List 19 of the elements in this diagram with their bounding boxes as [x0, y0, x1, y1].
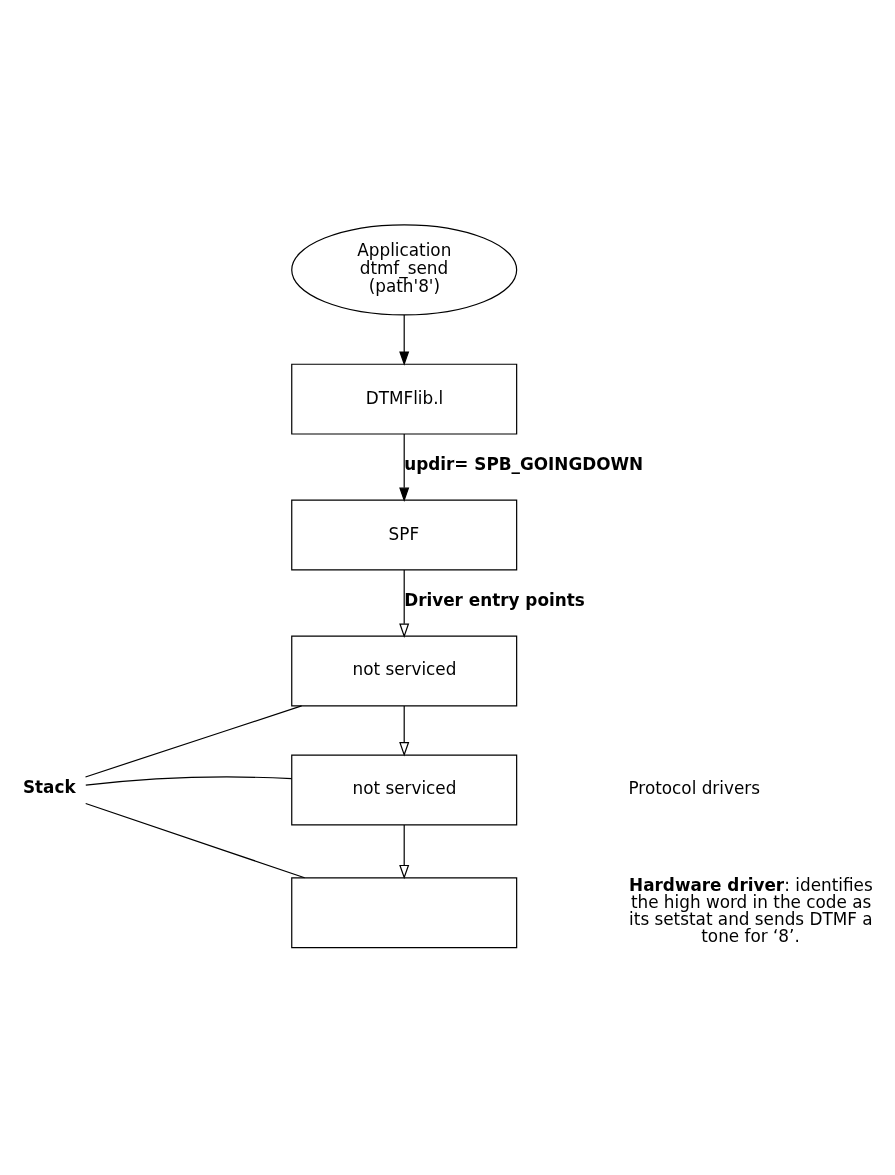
node-ellipse: Application dtmf_send (path'8')	[291, 223, 518, 316]
edge-label: Driver entry points	[404, 589, 585, 610]
label: Protocol drivers	[628, 777, 760, 798]
node-box	[291, 876, 518, 948]
arrow	[399, 314, 410, 366]
label: Hardware driver: identifies the high word in the code as its setstat and sends DTMF a tone for ‘8’.	[629, 874, 873, 946]
connector	[85, 775, 293, 786]
arrow	[399, 704, 410, 757]
edge-label: updir= SPB_GOINGDOWN	[404, 453, 644, 474]
arrow	[399, 823, 410, 879]
node-box: not serviced	[291, 635, 518, 706]
node-box: DTMFlib.l	[291, 363, 518, 435]
arrow	[399, 568, 410, 638]
node-text: Stack	[22, 776, 76, 797]
node-box: not serviced	[291, 754, 518, 825]
node-box: SPF	[291, 499, 518, 571]
arrow	[399, 432, 410, 502]
connector	[85, 802, 306, 878]
connector	[84, 704, 303, 778]
